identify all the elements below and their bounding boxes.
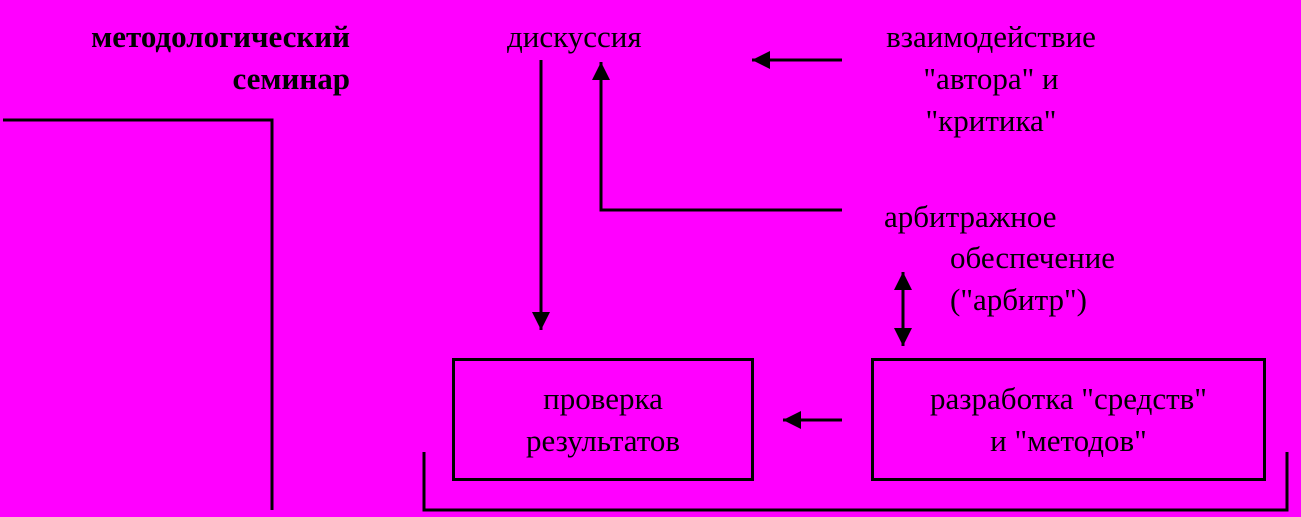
verification-box: проверка результатов [452, 358, 754, 481]
seminar-label: методологический семинар [91, 16, 350, 100]
verification-line2: результатов [526, 422, 680, 458]
seminar-line1: методологический [91, 19, 350, 54]
arrow-arbitration-to-discussion [592, 62, 842, 212]
interaction-label: взаимодействие "автора" и "критика" [860, 16, 1122, 142]
discussion-label: дискуссия [507, 19, 642, 54]
interaction-line2: "автора" и [923, 61, 1059, 96]
development-line1: разработка "средств" [930, 380, 1207, 416]
development-line2: и "методов" [990, 422, 1147, 458]
arbitration-line3: ("арбитр") [950, 282, 1088, 317]
development-box: разработка "средств" и "методов" [871, 358, 1266, 481]
interaction-line3: "критика" [925, 103, 1057, 138]
bottom-bracket [422, 452, 1289, 512]
verification-line1: проверка [543, 380, 663, 416]
interaction-line1: взаимодействие [886, 19, 1096, 54]
seminar-line2: семинар [232, 61, 350, 96]
arbitration-line1: арбитражное [884, 199, 1057, 234]
seminar-frame-line [3, 118, 274, 510]
arbitration-line2: обеспечение [950, 240, 1116, 275]
